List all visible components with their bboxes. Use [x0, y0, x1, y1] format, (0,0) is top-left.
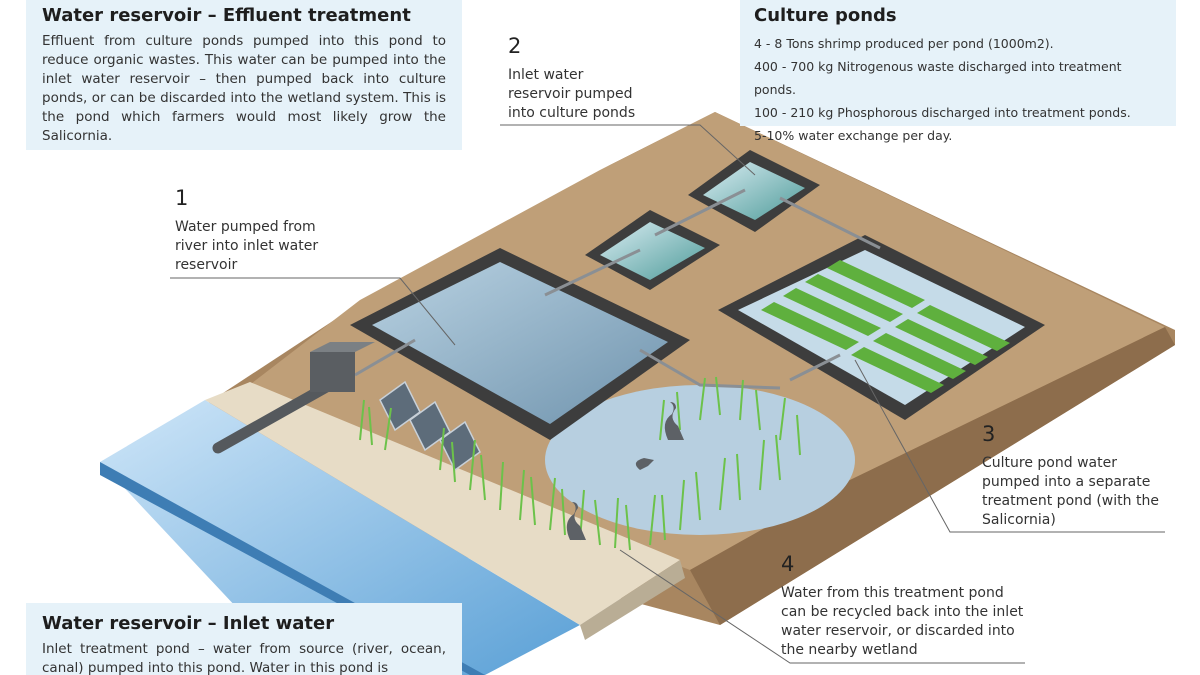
pump-top: [310, 342, 375, 352]
step-description: Water pumped from river into inlet water…: [175, 219, 319, 273]
earth-edge: [690, 327, 1175, 625]
effluent-info-box: Water reservoir – Effluent treatment Eff…: [26, 0, 462, 150]
pump-box: [310, 352, 355, 392]
leader-lines: [170, 124, 1165, 664]
step-3-label: 3 Culture pond water pumped into a separ…: [982, 422, 1172, 530]
inlet-reservoir-water: [372, 262, 668, 424]
intake-pipe: [212, 379, 336, 454]
pipes: [354, 188, 881, 390]
step-4-label: 4 Water from this treatment pond can be …: [781, 552, 1026, 660]
step-1-label: 1 Water pumped from river into inlet wat…: [175, 186, 335, 275]
step-number: 2: [508, 34, 522, 58]
culture-fact: 5-10% water exchange per day.: [754, 128, 953, 143]
river-bank: [205, 382, 680, 625]
culture-pond-1-water: [600, 222, 705, 280]
culture-fact: 4 - 8 Tons shrimp produced per pond (100…: [754, 36, 1054, 51]
step-number: 3: [982, 422, 996, 446]
culture-box-title: Culture ponds: [754, 5, 897, 26]
culture-fact: 100 - 210 kg Phosphorous discharged into…: [754, 105, 1131, 120]
culture-info-box: Culture ponds 4 - 8 Tons shrimp produced…: [740, 0, 1176, 143]
heron-birds: [566, 402, 684, 540]
culture-fact: 400 - 700 kg Nitrogenous waste discharge…: [754, 59, 1122, 97]
step-description: Water from this treatment pond can be re…: [781, 585, 1024, 658]
step-description: Inlet water reservoir pumped into cultur…: [508, 67, 636, 121]
inlet-info-box: Water reservoir – Inlet water Inlet trea…: [26, 603, 462, 675]
culture-pond-2-water: [703, 162, 805, 220]
wetland-reeds: [359, 376, 801, 551]
wetland-water: [545, 385, 855, 535]
inlet-box-text: Inlet treatment pond – water from source…: [42, 641, 446, 675]
step-number: 1: [175, 186, 189, 210]
step-description: Culture pond water pumped into a separat…: [982, 455, 1159, 528]
step-number: 4: [781, 552, 795, 576]
salicornia-beds: [761, 260, 1010, 393]
inlet-box-title: Water reservoir – Inlet water: [42, 613, 335, 634]
culture-facts-list: 4 - 8 Tons shrimp produced per pond (100…: [754, 32, 1162, 147]
river-bank-edge: [580, 560, 685, 640]
effluent-box-title: Water reservoir – Effluent treatment: [42, 5, 411, 26]
effluent-box-text: Effluent from culture ponds pumped into …: [42, 33, 446, 144]
step-2-label: 2 Inlet water reservoir pumped into cult…: [508, 34, 648, 123]
